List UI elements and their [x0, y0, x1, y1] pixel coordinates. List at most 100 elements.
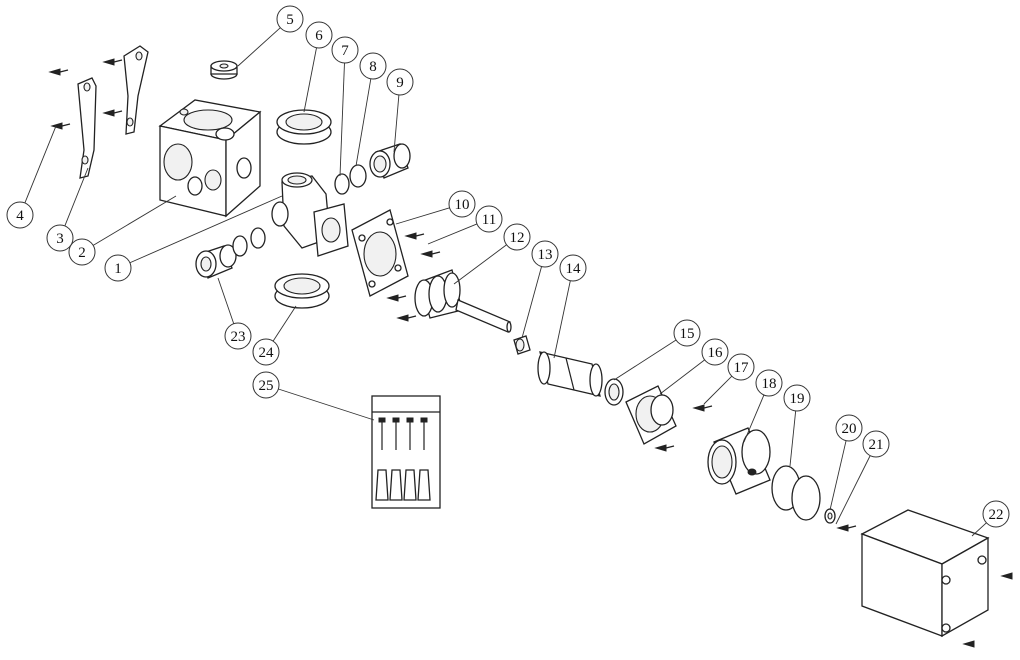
- part-7-o-ring: [334, 173, 350, 195]
- callout-17: 17: [703, 353, 755, 405]
- callout-circle-1: [104, 254, 132, 282]
- part-6-ring: [276, 109, 332, 145]
- callout-circle-13: [531, 240, 559, 268]
- leader-line-7: [339, 62, 345, 177]
- callout-label-14: 14: [566, 261, 582, 277]
- callout-label-24: 24: [259, 345, 275, 361]
- callout-11: 11: [427, 205, 503, 245]
- callout-label-25: 25: [259, 378, 274, 394]
- part-2-box-body: [158, 99, 262, 218]
- callout-label-17: 17: [734, 360, 750, 376]
- callout-21: 21: [835, 430, 890, 525]
- callout-label-6: 6: [315, 28, 323, 44]
- callout-circle-19: [783, 384, 811, 412]
- leader-line-15: [613, 339, 677, 381]
- part-12-cartridge: [414, 269, 512, 333]
- callout-circle-5: [276, 5, 304, 33]
- callout-circle-11: [475, 205, 503, 233]
- leader-line-5: [237, 27, 281, 67]
- callout-3: 3: [46, 167, 89, 252]
- leader-line-3: [64, 167, 89, 227]
- callout-circle-16: [701, 338, 729, 366]
- leader-line-22: [971, 522, 987, 537]
- callout-circle-18: [755, 369, 783, 397]
- leader-line-17: [703, 375, 733, 405]
- callout-label-1: 1: [114, 261, 122, 277]
- callout-label-7: 7: [341, 43, 349, 59]
- part-10-flange-plate: [351, 209, 409, 297]
- part-4-screws: [48, 58, 123, 130]
- leader-line-11: [427, 223, 478, 245]
- leader-line-2: [92, 195, 177, 246]
- callout-25: 25: [252, 371, 375, 421]
- callout-1: 1: [104, 195, 283, 282]
- part-23-plug: [195, 227, 266, 279]
- callout-23: 23: [217, 277, 252, 350]
- part-13-nut: [513, 335, 531, 355]
- callout-circle-21: [862, 430, 890, 458]
- leader-line-6: [303, 47, 317, 113]
- callout-circle-4: [6, 201, 34, 229]
- part-18-handle: [707, 427, 771, 495]
- part-8-o-ring: [349, 164, 367, 188]
- callout-circle-24: [252, 338, 280, 366]
- callout-circle-20: [835, 414, 863, 442]
- callout-19: 19: [783, 384, 811, 467]
- part-9-fitting: [369, 143, 411, 179]
- part-25-fastener-kit: [371, 395, 441, 509]
- part-14-sleeve: [537, 351, 603, 397]
- callout-label-23: 23: [231, 329, 246, 345]
- callout-5: 5: [237, 5, 304, 67]
- leader-line-24: [272, 305, 297, 342]
- part-22-cover-box: [860, 509, 1013, 648]
- part-16-adapter: [625, 385, 677, 445]
- callout-circle-7: [331, 36, 359, 64]
- callout-24: 24: [252, 305, 297, 366]
- callout-circle-2: [68, 238, 96, 266]
- part-20-washer: [824, 508, 836, 524]
- callout-label-19: 19: [790, 391, 805, 407]
- callout-circle-23: [224, 322, 252, 350]
- callout-20: 20: [829, 414, 863, 511]
- leader-line-16: [659, 359, 705, 395]
- part-1-valve-body: [271, 172, 349, 257]
- part-15-ring-nut: [604, 378, 624, 406]
- callout-label-9: 9: [396, 75, 404, 91]
- callout-2: 2: [68, 195, 177, 266]
- callout-label-18: 18: [762, 376, 777, 392]
- callout-12: 12: [453, 223, 531, 285]
- part-11-screws: [386, 232, 441, 322]
- part-3-brackets: [77, 45, 149, 179]
- callout-label-15: 15: [680, 326, 695, 342]
- callout-14: 14: [553, 254, 587, 359]
- callout-6: 6: [303, 21, 333, 113]
- callout-label-10: 10: [455, 197, 470, 213]
- leader-line-1: [129, 195, 283, 264]
- callout-label-20: 20: [842, 421, 857, 437]
- callout-label-8: 8: [369, 59, 377, 75]
- callout-7: 7: [331, 36, 359, 177]
- callout-circle-3: [46, 224, 74, 252]
- callout-15: 15: [613, 319, 701, 381]
- leader-line-12: [453, 244, 507, 285]
- callout-label-11: 11: [482, 212, 496, 228]
- callout-label-5: 5: [286, 12, 294, 28]
- part-24-ring: [274, 273, 330, 309]
- callout-circle-22: [982, 500, 1010, 528]
- callout-label-13: 13: [538, 247, 553, 263]
- callout-label-2: 2: [78, 245, 86, 261]
- leader-line-20: [829, 440, 847, 511]
- callout-4: 4: [6, 125, 57, 229]
- callout-label-12: 12: [510, 230, 525, 246]
- callout-label-21: 21: [869, 437, 884, 453]
- leader-line-10: [395, 207, 450, 225]
- callout-label-4: 4: [16, 208, 24, 224]
- callout-18: 18: [743, 369, 783, 443]
- leader-line-23: [217, 277, 235, 324]
- part-21-screw: [836, 524, 857, 532]
- callout-circle-10: [448, 190, 476, 218]
- callout-circle-9: [386, 68, 414, 96]
- part-19-o-ring: [771, 465, 821, 521]
- callout-8: 8: [355, 52, 387, 167]
